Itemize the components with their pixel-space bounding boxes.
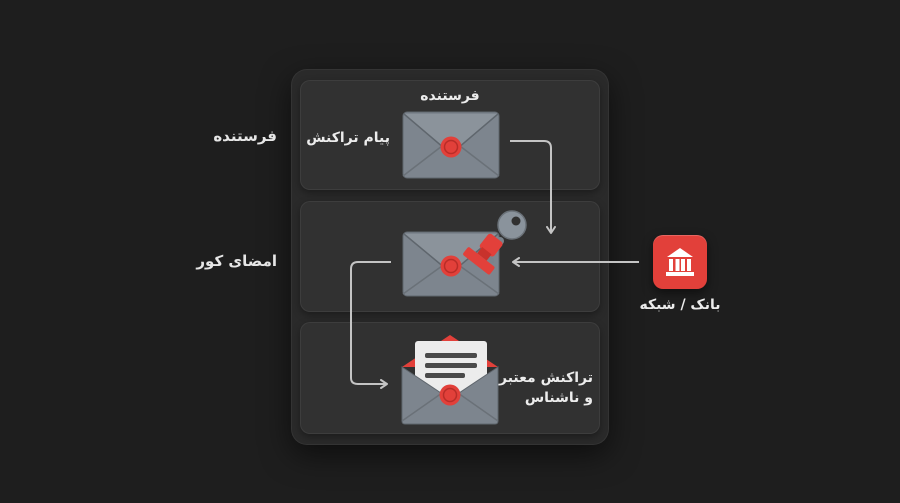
wax-seal-icon xyxy=(440,136,462,158)
wax-seal-icon xyxy=(440,255,462,277)
bank-network-label: بانک / شبکه xyxy=(639,297,721,313)
open-envelope-icon xyxy=(401,335,499,425)
sender-side-label: فرستنده xyxy=(213,127,277,145)
stamp-icon xyxy=(463,233,503,275)
valid-transaction-line-1: تراکنش معتبر xyxy=(499,370,593,386)
valid-transaction-line-2: و ناشناس xyxy=(524,390,593,406)
sender-card-title: فرستنده xyxy=(420,88,480,104)
valid-transaction-label: تراکنش معتبر و ناشناس xyxy=(499,368,593,408)
blind-signature-label: امضای کور xyxy=(196,252,277,270)
arrow-sender-to-signature xyxy=(510,140,556,234)
arrow-signature-to-result xyxy=(350,261,391,389)
bank-icon xyxy=(653,235,707,289)
wax-seal-icon xyxy=(439,384,461,406)
envelope-icon xyxy=(402,111,500,179)
transaction-message-label: پیام تراکنش xyxy=(306,130,390,146)
